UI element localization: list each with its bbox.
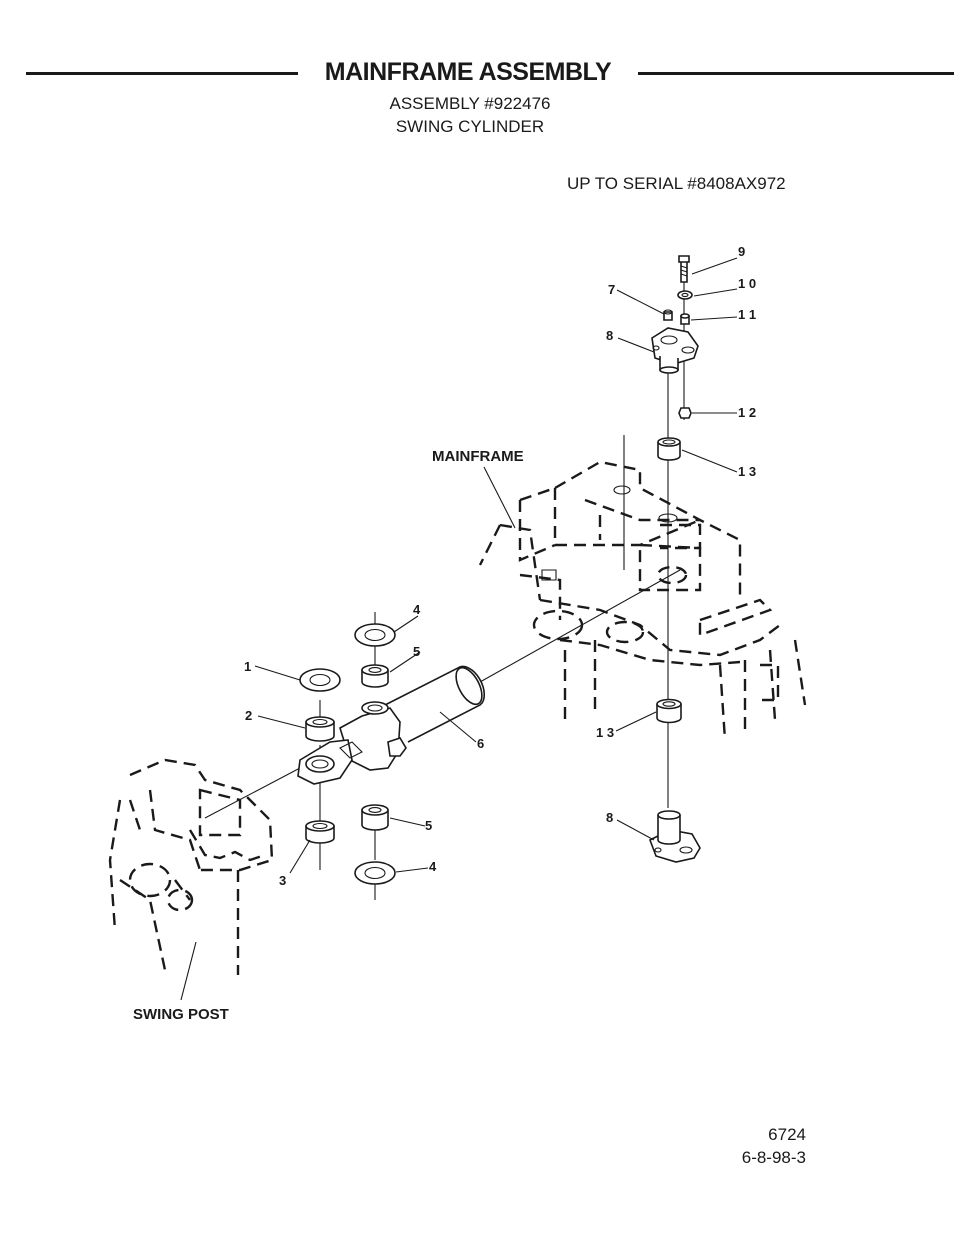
part-9-bolt: [678, 255, 690, 283]
title-rule-right: [638, 72, 954, 75]
part-4-washer-top: [354, 623, 396, 647]
title-rule-left: [26, 72, 298, 75]
callout-7: 7: [608, 282, 615, 297]
part-4-washer-bottom: [354, 861, 396, 885]
serial-note: UP TO SERIAL #8408AX972: [567, 174, 786, 193]
part-13-bushing-bottom: [656, 698, 682, 724]
part-11-bushing: [680, 313, 690, 325]
callout-13-bottom: 1 3: [596, 725, 614, 740]
callout-11: 1 1: [738, 307, 756, 322]
part-2-bushing: [305, 716, 335, 742]
callout-1: 1: [244, 659, 251, 674]
callout-2: 2: [245, 708, 252, 723]
part-5-bushing-bottom: [361, 804, 389, 831]
part-7-grease-fitting: [663, 309, 673, 321]
part-5-bushing-top: [361, 664, 389, 688]
page-title: MAINFRAME ASSEMBLY: [324, 58, 612, 86]
part-12-nut: [678, 407, 692, 419]
callout-8-top: 8: [606, 328, 613, 343]
mainframe-outline: [478, 460, 807, 741]
callout-3: 3: [279, 873, 286, 888]
swing-post-outline: [108, 758, 274, 975]
callout-4-bottom: 4: [429, 859, 437, 874]
callout-5-top: 5: [413, 644, 420, 659]
part-6-swing-cylinder: [297, 665, 486, 785]
part-3-bushing: [305, 820, 335, 844]
part-8-pivot-pin-bottom: [648, 810, 701, 863]
drawing-number: 6724: [768, 1125, 806, 1144]
assembly-center-lines: [204, 260, 685, 900]
callout-9: 9: [738, 244, 745, 259]
callout-10: 1 0: [738, 276, 756, 291]
callout-numbers: 9 1 0 1 1 7 8 1 2 1 3 1 3 8 1 2 3 4 5 6 …: [244, 244, 756, 888]
swing-post-label: SWING POST: [133, 1006, 229, 1023]
part-1-washer: [299, 668, 341, 692]
callout-8-bottom: 8: [606, 810, 613, 825]
callout-13-top: 1 3: [738, 464, 756, 479]
drawing-date-code: 6-8-98-3: [741, 1148, 806, 1167]
callout-12: 1 2: [738, 405, 756, 420]
callout-leader-lines: [180, 257, 738, 1001]
part-8-pivot-pin-top: [651, 327, 699, 374]
callout-5-bottom: 5: [425, 818, 432, 833]
assembly-name: SWING CYLINDER: [395, 117, 545, 136]
part-13-bushing-top: [657, 437, 681, 461]
assembly-number: ASSEMBLY #922476: [389, 94, 551, 113]
callout-6: 6: [477, 736, 484, 751]
callout-4-top: 4: [413, 602, 421, 617]
part-10-washer: [677, 290, 693, 300]
mainframe-label: MAINFRAME: [432, 448, 524, 465]
